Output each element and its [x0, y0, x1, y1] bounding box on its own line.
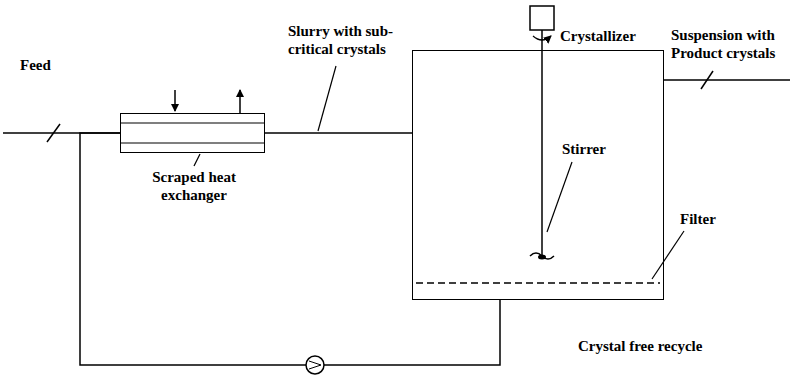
stirrer-motor	[530, 6, 554, 30]
part-label: Stirrer	[562, 140, 632, 158]
node-caption: Scraped heat exchanger	[129, 168, 259, 204]
exchanger-tube	[120, 142, 265, 143]
product-line	[664, 79, 790, 81]
stream-label: Suspension with Product crystals	[671, 26, 789, 62]
coolant-out-arrow	[239, 90, 241, 113]
coolant-in-arrow	[174, 90, 176, 111]
impeller-hub	[538, 255, 546, 260]
pump-symbol	[309, 361, 321, 369]
rotation-arrow	[533, 36, 551, 40]
stream-label: Feed	[20, 56, 80, 74]
filter-screen	[416, 282, 660, 284]
crystallizer-vessel: Crystallizer	[412, 50, 664, 300]
process-stream	[265, 132, 412, 134]
part-label: Filter	[680, 210, 740, 228]
heat-exchanger-box: Scraped heat exchanger	[120, 113, 265, 153]
stream-tick	[701, 71, 713, 89]
leader-line	[194, 154, 200, 166]
node-caption: Crystallizer	[560, 27, 660, 45]
leader-line	[318, 66, 336, 131]
process-stream	[80, 133, 500, 365]
impeller	[530, 253, 554, 259]
connector-label: Slurry with sub-critical crystals	[288, 22, 410, 58]
connector-label: Crystal free recycle	[578, 337, 748, 355]
leader-line	[652, 231, 684, 279]
stream-tick	[47, 124, 60, 142]
pump-symbol	[306, 356, 324, 374]
exchanger-tube	[120, 122, 265, 123]
leader-line	[547, 162, 572, 232]
stirrer-shaft	[541, 30, 543, 256]
